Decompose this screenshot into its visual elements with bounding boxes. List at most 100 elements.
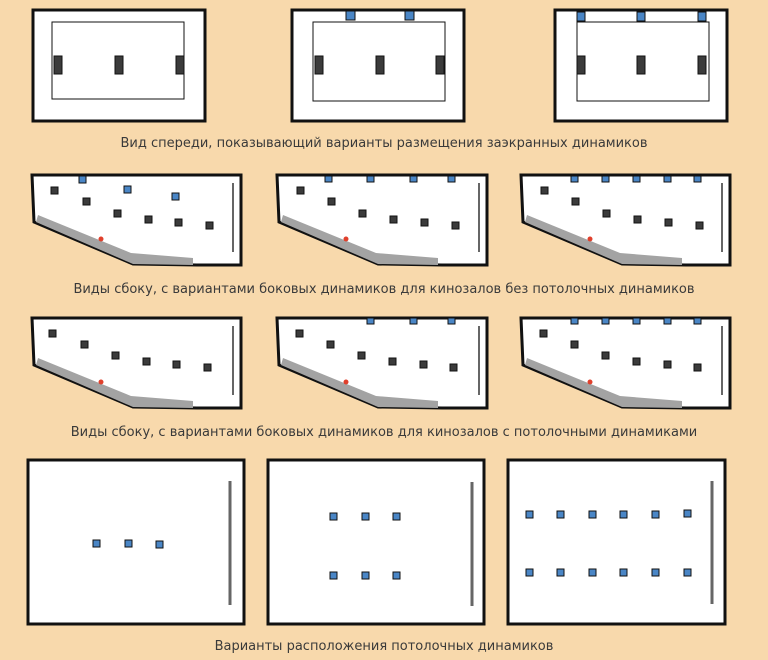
- ceiling-speaker: [525, 510, 534, 519]
- surround-speaker-blue: [78, 175, 87, 184]
- side-speaker: [357, 351, 366, 360]
- ceiling-speaker: [361, 571, 370, 580]
- seating-floor: [281, 358, 438, 408]
- side-speaker: [113, 209, 122, 218]
- screen-speaker: [576, 55, 586, 75]
- ceiling-speaker: [124, 539, 133, 548]
- projector-dot: [98, 236, 104, 242]
- side-speaker: [48, 329, 57, 338]
- ceiling-speaker: [155, 540, 164, 549]
- ceiling-speaker: [392, 512, 401, 521]
- ceiling-speaker: [663, 317, 672, 325]
- side-speaker: [80, 340, 89, 349]
- surround-speaker-blue: [693, 175, 702, 183]
- ceiling-speaker: [619, 510, 628, 519]
- side-view-b2: [275, 316, 489, 410]
- caption-side-views-no-ceiling: Виды сбоку, с вариантами боковых динамик…: [73, 282, 695, 297]
- side-view-b1: [30, 316, 243, 410]
- screen-speaker: [175, 55, 185, 75]
- ceiling-speaker: [601, 317, 610, 325]
- ceiling-speaker: [619, 568, 628, 577]
- room-outline: [275, 316, 489, 410]
- ceiling-speaker: [329, 571, 338, 580]
- ceiling-speaker: [576, 11, 586, 22]
- plan-panel: [26, 458, 246, 626]
- ceiling-speaker: [636, 11, 646, 22]
- side-speaker: [540, 186, 549, 195]
- ceiling-speaker: [447, 317, 456, 325]
- room-outline: [519, 173, 732, 267]
- side-view-a3: [519, 173, 732, 267]
- ceiling-speaker: [366, 317, 375, 325]
- side-view-b3: [519, 316, 732, 410]
- ceiling-speaker: [651, 510, 660, 519]
- side-speaker: [111, 351, 120, 360]
- side-speaker: [633, 215, 642, 224]
- screen-speaker: [314, 55, 324, 75]
- side-speaker: [632, 357, 641, 366]
- seating-floor: [525, 215, 682, 265]
- surround-speaker-blue: [632, 175, 641, 183]
- seating-floor: [525, 358, 682, 408]
- ceiling-speaker: [588, 568, 597, 577]
- ceiling-speaker: [651, 568, 660, 577]
- side-speaker: [205, 221, 214, 230]
- side-view-a2: [275, 173, 489, 267]
- side-speaker: [172, 360, 181, 369]
- seating-floor: [36, 215, 193, 265]
- side-speaker: [174, 218, 183, 227]
- screen-speaker: [435, 55, 445, 75]
- side-speaker: [142, 357, 151, 366]
- ceiling-speaker: [683, 509, 692, 518]
- caption-side-views-with-ceiling: Виды сбоку, с вариантами боковых динамик…: [70, 425, 698, 440]
- projector-dot: [587, 379, 593, 385]
- room-outline: [275, 173, 489, 267]
- caption-front-views: Вид спереди, показывающий варианты разме…: [120, 136, 648, 151]
- ceiling-speaker: [525, 568, 534, 577]
- plan-panel: [266, 458, 486, 626]
- side-speaker: [571, 197, 580, 206]
- ceiling-speaker: [392, 571, 401, 580]
- ceiling-speaker: [556, 568, 565, 577]
- side-speaker: [388, 357, 397, 366]
- side-speaker: [539, 329, 548, 338]
- side-speaker: [296, 186, 305, 195]
- projector-dot: [343, 379, 349, 385]
- projector-dot: [343, 236, 349, 242]
- side-view-a1: [30, 173, 243, 267]
- room-outline: [30, 173, 243, 267]
- surround-speaker-blue: [570, 175, 579, 183]
- front-view-2: [290, 8, 466, 123]
- projector-dot: [587, 236, 593, 242]
- seating-floor: [36, 358, 193, 408]
- side-speaker: [358, 209, 367, 218]
- front-view-1: [31, 8, 207, 123]
- side-speaker: [326, 340, 335, 349]
- side-speaker: [693, 363, 702, 372]
- ceiling-speaker: [409, 317, 418, 325]
- screen-speaker: [636, 55, 646, 75]
- side-speaker: [295, 329, 304, 338]
- room-outline: [519, 316, 732, 410]
- surround-speaker-blue: [447, 175, 456, 183]
- surround-speaker-blue: [409, 175, 418, 183]
- screen-speaker: [697, 55, 707, 75]
- caption-ceiling-layouts: Варианты расположения потолочных динамик…: [214, 639, 554, 654]
- surround-speaker-blue: [324, 175, 333, 183]
- ceiling-speaker: [588, 510, 597, 519]
- ceiling-speaker: [697, 11, 707, 22]
- side-speaker: [50, 186, 59, 195]
- side-speaker: [144, 215, 153, 224]
- surround-speaker-blue: [123, 185, 132, 194]
- side-speaker: [449, 363, 458, 372]
- screen-speaker: [114, 55, 124, 75]
- ceiling-speaker: [556, 510, 565, 519]
- ceiling-speaker: [570, 317, 579, 325]
- screen-speaker: [375, 55, 385, 75]
- side-speaker: [663, 360, 672, 369]
- side-speaker: [419, 360, 428, 369]
- ceiling-speaker: [404, 10, 415, 21]
- side-speaker: [82, 197, 91, 206]
- ceiling-speaker: [693, 317, 702, 325]
